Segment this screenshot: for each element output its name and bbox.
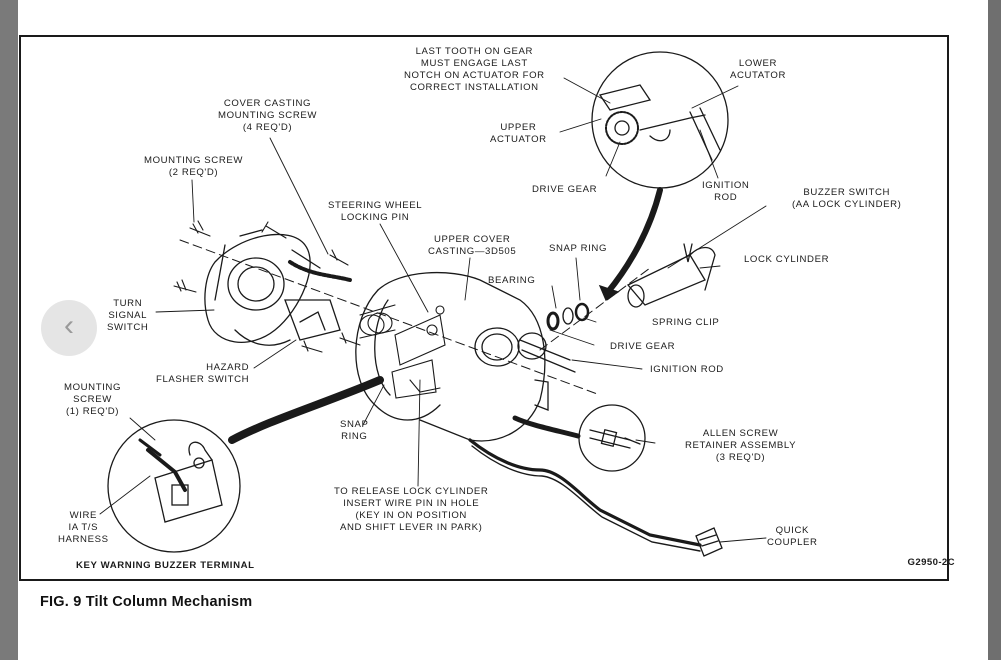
turn-signal-switch-part <box>204 229 341 346</box>
label-quick-coupler: QUICK COUPLER <box>767 525 818 548</box>
leader-lines <box>99 77 767 543</box>
label-bearing: BEARING <box>488 275 536 286</box>
label-snap-ring-top: SNAP RING <box>549 243 608 254</box>
label-upper-actuator: UPPER ACTUATOR <box>490 122 547 145</box>
housing-interior <box>359 304 446 399</box>
label-hazard: HAZARD FLASHER SWITCH <box>156 362 250 385</box>
detail-circle-allen <box>578 404 646 472</box>
label-release-lock: TO RELEASE LOCK CYLINDER INSERT WIRE PIN… <box>334 486 489 533</box>
label-last-tooth: LAST TOOTH ON GEAR MUST ENGAGE LAST NOTC… <box>404 46 545 93</box>
label-drive-gear-mid: DRIVE GEAR <box>610 341 676 352</box>
label-cover-casting-screw: COVER CASTING MOUNTING SCREW (4 REQ'D) <box>218 98 318 133</box>
label-allen-screw: ALLEN SCREW RETAINER ASSEMBLY (3 REQ'D) <box>685 428 797 463</box>
lock-cylinder-part <box>626 243 716 308</box>
quick-coupler-part <box>695 527 723 557</box>
harness-wire <box>288 260 352 282</box>
label-mounting-screw-1: MOUNTING SCREW (1) REQ'D) <box>64 382 122 417</box>
screws <box>173 220 361 353</box>
figure-frame <box>19 35 949 581</box>
label-steering-wheel-pin: STEERING WHEEL LOCKING PIN <box>328 200 423 223</box>
label-spring-clip: SPRING CLIP <box>652 317 720 328</box>
label-lock-cylinder: LOCK CYLINDER <box>744 254 830 265</box>
label-ignition-rod-mid: IGNITION ROD <box>650 364 724 375</box>
label-key-warning: KEY WARNING BUZZER TERMINAL <box>76 560 255 571</box>
detail-circle-actuator <box>591 51 729 189</box>
detail-arrow-buzzer <box>228 376 384 444</box>
bearing-parts <box>546 302 590 331</box>
label-lower-actuator: LOWER ACUTATOR <box>730 58 786 81</box>
label-upper-cover: UPPER COVER CASTING—3D505 <box>428 234 517 257</box>
chevron-left-icon: ‹ <box>64 309 74 342</box>
detail-arrow-allen <box>512 415 581 439</box>
viewer-left-edge <box>0 0 18 660</box>
label-turn-signal: TURN SIGNAL SWITCH <box>107 298 149 333</box>
label-snap-ring-bottom: SNAP RING <box>340 419 369 442</box>
label-ignition-rod-top: IGNITION ROD <box>702 180 750 203</box>
detail-arrow-top <box>605 187 663 295</box>
figure-code: G2950-2C <box>907 557 955 568</box>
label-buzzer-switch: BUZZER SWITCH (AA LOCK CYLINDER) <box>792 187 902 210</box>
label-wire-harness: WIRE IA T/S HARNESS <box>58 510 109 545</box>
label-mounting-screw-2: MOUNTING SCREW (2 REQ'D) <box>144 155 244 178</box>
axis-centerline <box>179 239 601 396</box>
label-drive-gear-top: DRIVE GEAR <box>532 184 598 195</box>
figure-caption: FIG. 9 Tilt Column Mechanism <box>40 594 253 610</box>
detail-circle-buzzer <box>107 419 241 553</box>
previous-page-button[interactable]: ‹ <box>41 300 97 356</box>
